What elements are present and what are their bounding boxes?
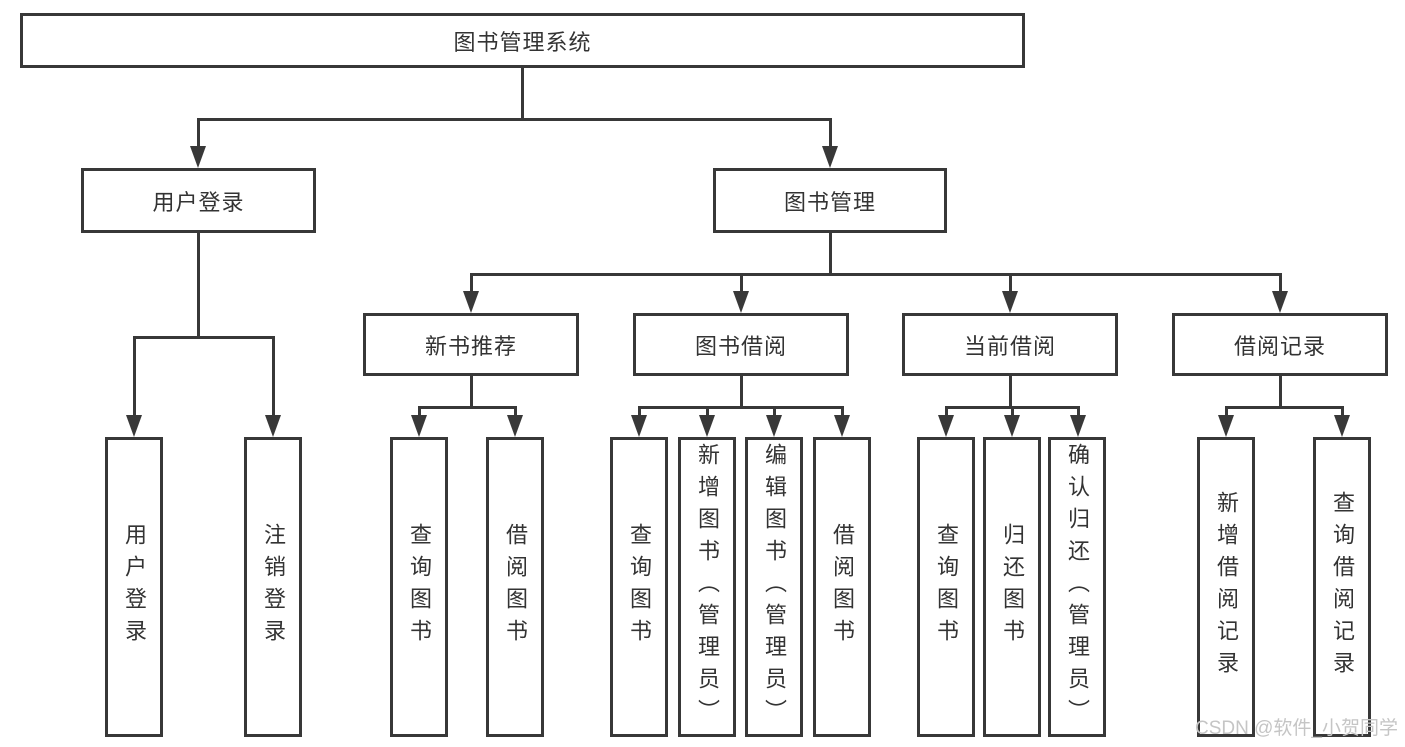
connector-drop — [1076, 406, 1080, 419]
arrow-down-icon — [733, 291, 749, 313]
connector-drop — [417, 406, 421, 419]
leaf-add-book-admin: 新增图书（管理员） — [678, 437, 736, 737]
connector-drop — [739, 273, 743, 295]
node-library-management-system: 图书管理系统 — [20, 13, 1025, 68]
node-label: 当前借阅 — [963, 333, 1056, 359]
arrow-down-icon — [1218, 415, 1234, 437]
connector-stem-book-management — [828, 233, 832, 273]
connector-drop — [1224, 406, 1228, 419]
connector-bus-user-login — [132, 336, 275, 339]
leaf-label: 查询图书 — [934, 523, 959, 651]
node-user-login: 用户登录 — [81, 168, 316, 233]
leaf-label: 查询图书 — [407, 523, 432, 651]
arrow-down-icon — [631, 415, 647, 437]
leaf-query-books-current: 查询图书 — [917, 437, 975, 737]
node-label: 图书管理系统 — [453, 29, 592, 55]
leaf-label: 借阅图书 — [830, 523, 855, 651]
arrow-down-icon — [1272, 291, 1288, 313]
arrow-down-icon — [1334, 415, 1350, 437]
leaf-label: 编辑图书（管理员） — [762, 443, 787, 731]
leaf-label: 归还图书 — [1000, 523, 1025, 651]
arrow-down-icon — [265, 415, 281, 437]
node-label: 图书借阅 — [694, 333, 787, 359]
arrow-down-icon — [938, 415, 954, 437]
arrow-down-icon — [1004, 415, 1020, 437]
node-new-book-recommendation: 新书推荐 — [363, 313, 579, 376]
connector-stem-root — [520, 68, 524, 118]
connector-drop — [1278, 273, 1282, 295]
leaf-query-books-borrowing: 查询图书 — [610, 437, 668, 737]
leaf-label: 查询借阅记录 — [1330, 491, 1355, 683]
arrow-down-icon — [1070, 415, 1086, 437]
leaf-return-books: 归还图书 — [983, 437, 1041, 737]
arrow-down-icon — [1002, 291, 1018, 313]
connector-drop — [1008, 273, 1012, 295]
connector-drop — [196, 118, 200, 150]
connector-stem-recommendation — [469, 376, 473, 406]
leaf-label: 新增借阅记录 — [1214, 491, 1239, 683]
connector-drop — [469, 273, 473, 295]
connector-bus-records — [1224, 406, 1344, 409]
connector-bus-book-management — [469, 273, 1282, 276]
connector-drop — [513, 406, 517, 419]
connector-bus-root — [196, 118, 832, 121]
arrow-down-icon — [463, 291, 479, 313]
node-label: 新书推荐 — [424, 333, 517, 359]
arrow-down-icon — [699, 415, 715, 437]
arrow-down-icon — [822, 146, 838, 168]
arrow-down-icon — [834, 415, 850, 437]
leaf-label: 确认归还（管理员） — [1065, 443, 1090, 731]
connector-bus-recommendation — [417, 406, 517, 409]
connector-drop — [271, 336, 275, 419]
watermark-csdn: CSDN @软件_小贺同学 — [1195, 718, 1398, 739]
leaf-borrow-books-recommendation: 借阅图书 — [486, 437, 544, 737]
node-label: 用户登录 — [152, 189, 245, 215]
leaf-label: 借阅图书 — [503, 523, 528, 651]
arrow-down-icon — [507, 415, 523, 437]
connector-stem-current — [1008, 376, 1012, 406]
connector-stem-user-login — [196, 233, 200, 336]
node-label: 借阅记录 — [1233, 333, 1326, 359]
connector-stem-borrowing — [739, 376, 743, 406]
connector-drop — [1010, 406, 1014, 419]
arrow-down-icon — [126, 415, 142, 437]
connector-drop — [772, 406, 776, 419]
connector-drop — [705, 406, 709, 419]
arrow-down-icon — [190, 146, 206, 168]
leaf-add-borrow-record: 新增借阅记录 — [1197, 437, 1255, 737]
node-borrowing-records: 借阅记录 — [1172, 313, 1388, 376]
connector-drop — [828, 118, 832, 150]
connector-drop — [132, 336, 136, 419]
connector-bus-borrowing — [637, 406, 844, 409]
arrow-down-icon — [766, 415, 782, 437]
connector-drop — [637, 406, 641, 419]
leaf-label: 注销登录 — [261, 523, 286, 651]
leaf-user-login: 用户登录 — [105, 437, 163, 737]
connector-drop — [944, 406, 948, 419]
node-current-borrowing: 当前借阅 — [902, 313, 1118, 376]
node-book-management: 图书管理 — [713, 168, 947, 233]
leaf-confirm-return-admin: 确认归还（管理员） — [1048, 437, 1106, 737]
leaf-logout: 注销登录 — [244, 437, 302, 737]
leaf-borrow-books-borrowing: 借阅图书 — [813, 437, 871, 737]
leaf-query-books-recommendation: 查询图书 — [390, 437, 448, 737]
connector-drop — [840, 406, 844, 419]
leaf-label: 新增图书（管理员） — [695, 443, 720, 731]
leaf-query-borrow-record: 查询借阅记录 — [1313, 437, 1371, 737]
leaf-edit-book-admin: 编辑图书（管理员） — [745, 437, 803, 737]
leaf-label: 查询图书 — [627, 523, 652, 651]
node-label: 图书管理 — [783, 189, 876, 215]
arrow-down-icon — [411, 415, 427, 437]
connector-stem-records — [1278, 376, 1282, 406]
node-book-borrowing: 图书借阅 — [633, 313, 849, 376]
connector-drop — [1340, 406, 1344, 419]
leaf-label: 用户登录 — [122, 523, 147, 651]
